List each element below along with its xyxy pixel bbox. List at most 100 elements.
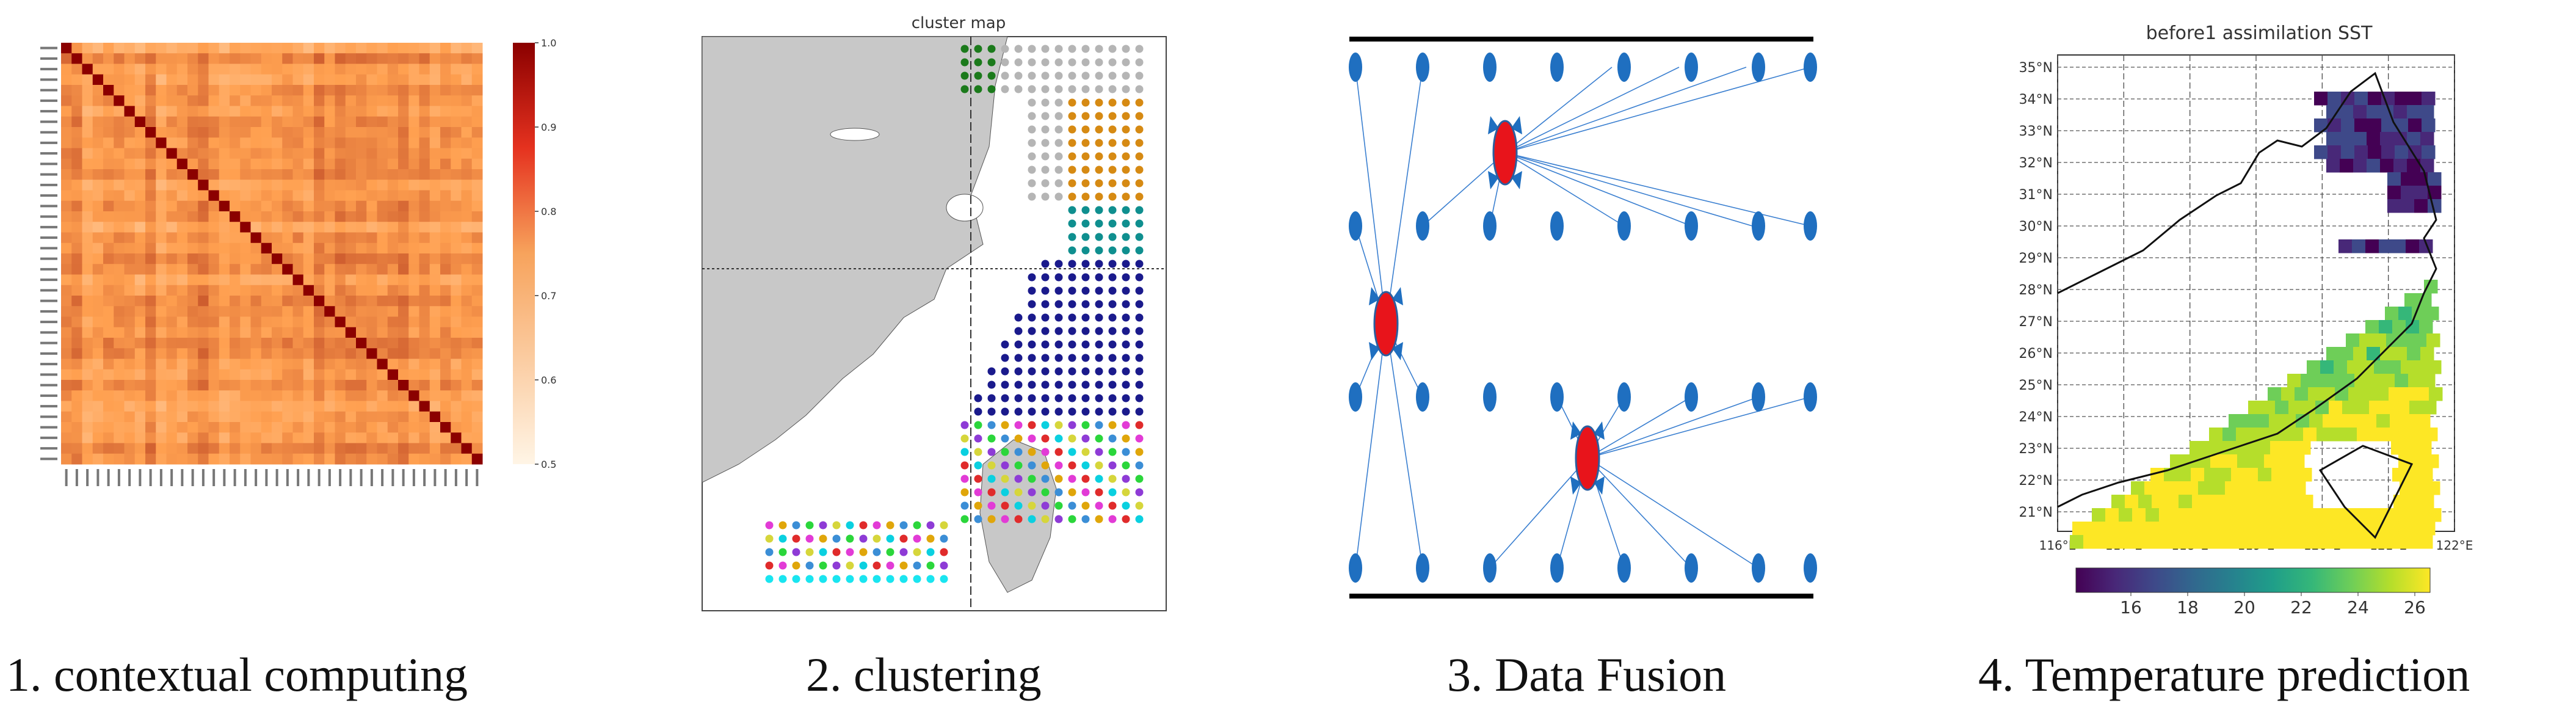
sst-cell [2092,508,2106,522]
heatmap-cell [134,327,146,338]
heatmap-cell [471,137,483,148]
heatmap-cell [272,296,283,307]
cluster-point [1095,340,1103,349]
sst-cell [2406,535,2420,549]
sensor-node [1416,553,1429,583]
heatmap-cell [398,64,409,75]
heatmap-cell [71,190,82,202]
heatmap-cell [377,148,388,159]
heatmap-cell [398,380,409,391]
heatmap-cell [134,422,146,433]
cluster-point [1135,421,1144,429]
cluster-point [1081,206,1090,214]
heatmap-cell [387,95,399,106]
cluster-point [1001,85,1009,93]
heatmap-cell [314,64,325,75]
sst-cell [2268,387,2282,401]
heatmap-cell [71,422,82,433]
heatmap-cell [145,274,156,286]
cluster-point [819,548,827,556]
heatmap-cell [282,169,293,180]
heatmap-cell [124,85,136,96]
heatmap-cell [314,190,325,202]
sst-cell [2387,172,2401,186]
heatmap-cell [408,53,419,64]
cluster-point [1001,354,1009,362]
heatmap-cell [419,158,430,170]
cluster-point [1108,192,1117,201]
heatmap-cell [366,432,377,443]
heatmap-cell [124,148,136,159]
sst-cell [2348,387,2362,401]
heatmap-cell [366,158,377,170]
heatmap-cell [156,127,167,138]
heatmap-cell [377,106,388,117]
sst-cell [2159,508,2173,522]
cluster-point [1135,448,1144,456]
heatmap-cell [208,338,220,349]
row-label-stub [40,447,57,450]
heatmap-cell [71,53,82,64]
sst-cell [2298,468,2312,482]
heatmap-cell [187,53,198,64]
cluster-point [1095,475,1103,483]
heatmap-cell [208,316,220,328]
heatmap-cell [176,190,188,202]
row-label-stub [40,173,57,176]
heatmap-cell [356,411,367,423]
cluster-point [1041,354,1050,362]
heatmap-cell [282,327,293,338]
cluster-point [1054,286,1063,295]
cluster-point [974,475,982,483]
heatmap-cell [261,190,272,202]
cluster-point [886,534,894,543]
heatmap-cell [387,369,399,380]
cluster-point [1081,45,1090,53]
sst-cell [2401,172,2415,186]
heatmap-cell [156,348,167,359]
heatmap-cell [124,306,136,317]
heatmap-cell [82,222,93,233]
heatmap-cell [124,190,136,202]
heatmap-cell [61,274,72,286]
heatmap-cell [145,411,156,423]
heatmap-cell [356,369,367,380]
heatmap-cell [272,158,283,170]
heatmap-cell [92,264,104,275]
cluster-point [1081,219,1090,228]
sst-cell [2381,522,2395,536]
cluster-point [926,521,935,530]
sst-cell [2375,387,2389,401]
cluster-point [1028,461,1036,470]
sst-cell [2288,401,2302,415]
sst-cell [2428,360,2442,374]
heatmap-cell [471,338,483,349]
heatmap-cell [419,190,430,202]
heatmap-cell [292,380,304,391]
heatmap-cell [198,422,209,433]
latitude-label: 35°N [2019,60,2053,76]
heatmap-cell [440,53,451,64]
heatmap-cell [103,148,114,159]
sst-cell [2380,159,2394,173]
heatmap-cell [134,43,146,54]
heatmap-cell [272,369,283,380]
heatmap-cell [166,190,178,202]
heatmap-cell [71,390,82,401]
fusion-center [1575,425,1600,491]
heatmap-cell [114,116,125,128]
heatmap-cell [282,158,293,170]
heatmap-cell [219,285,230,296]
fusion-links [1355,67,1811,569]
heatmap-cell [272,338,283,349]
heatmap-cell [471,95,483,106]
heatmap-cell [156,95,167,106]
cluster-point [1068,367,1076,376]
heatmap-cell [187,169,198,180]
heatmap-cell [134,380,146,391]
sst-cell [2110,535,2124,549]
heatmap-cell [176,274,188,286]
heatmap-cell [366,380,377,391]
heatmap-cell [176,222,188,233]
cluster-point [1081,380,1090,389]
